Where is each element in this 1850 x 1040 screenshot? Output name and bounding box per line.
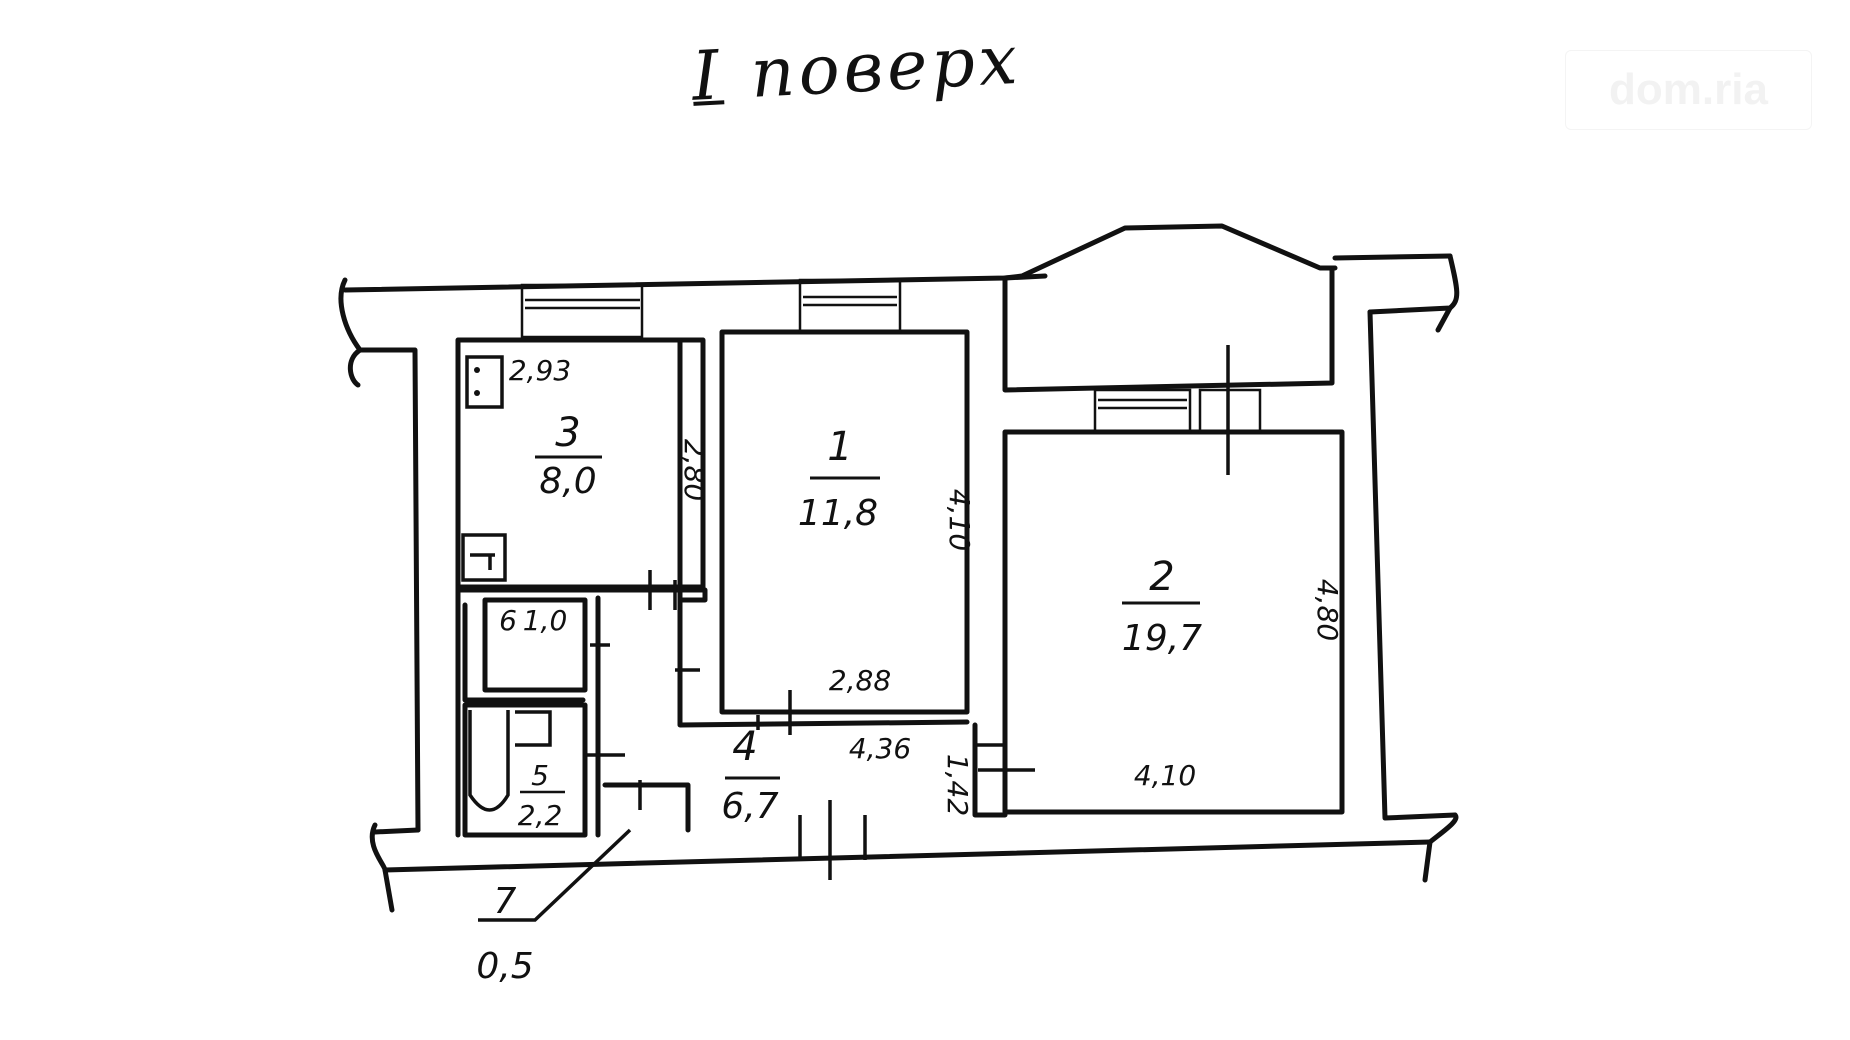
room-4-area: 6,7: [721, 786, 778, 827]
room-3-walls: [455, 337, 706, 590]
room-1-area: 11,8: [798, 493, 878, 534]
room-4-width: 1,42: [941, 754, 974, 816]
room-3-area: 8,0: [539, 461, 596, 502]
room-1-width: 2,88: [829, 664, 891, 697]
room-5-number: 5: [531, 759, 549, 792]
room-3-width: 2,93: [509, 354, 571, 387]
room-7-leader: [478, 828, 632, 922]
door-marks: [585, 345, 1230, 880]
room-6-number: 6: [499, 604, 517, 637]
room-2-area: 19,7: [1122, 618, 1202, 659]
room-1-length: 4,10: [943, 489, 976, 551]
room-2-width: 4,10: [1134, 759, 1196, 792]
watermark: dom.ria: [1565, 50, 1812, 130]
room-3-number: 3: [555, 410, 580, 456]
room-5-area: 2,2: [518, 799, 563, 832]
room-7-number: 7: [494, 881, 517, 922]
room-4-length: 4,36: [849, 732, 911, 765]
balcony: [1002, 223, 1338, 393]
windows: [520, 278, 1262, 434]
room-2-length: 4,80: [1311, 579, 1344, 641]
room-3-length: 2,80: [678, 439, 711, 501]
room-2-number: 2: [1149, 554, 1174, 600]
room-7-area: 0,5: [476, 946, 533, 987]
room-labels: 3 8,0 2,93 2,80 1 11,8 4,10 2,88 2 19,7 …: [476, 354, 1344, 987]
wet-rooms-walls: [455, 584, 708, 838]
room-6-area: 1,0: [523, 604, 568, 637]
room-1-number: 1: [827, 424, 852, 470]
room-4-number: 4: [732, 724, 757, 770]
